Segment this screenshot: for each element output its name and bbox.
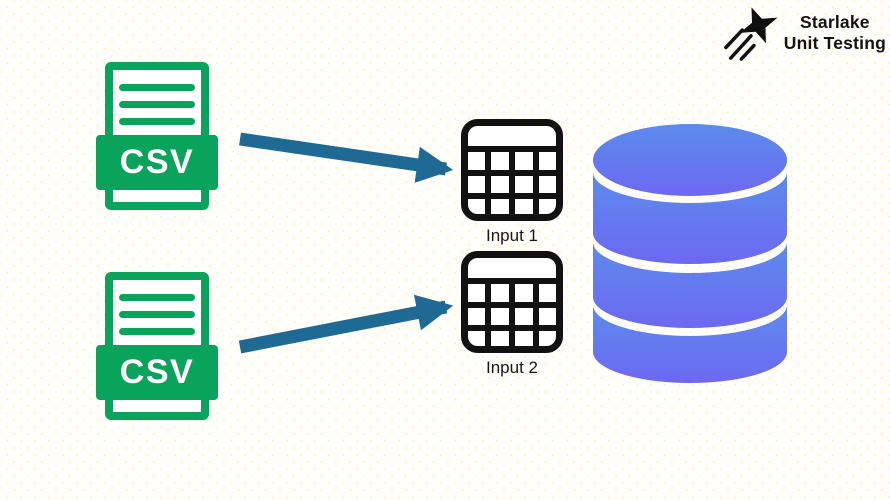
table-icon-input1 [461,119,563,221]
csv-label: CSV [119,143,195,181]
arrow-csv2-to-input2 [238,294,454,354]
csv-label: CSV [119,353,195,391]
document-text-line [119,118,195,125]
document-text-line [119,311,195,318]
csv-banner: CSV [96,135,218,190]
document-text-line [119,328,195,335]
shooting-star-icon [723,7,778,61]
logo-line-1: Starlake [800,12,870,32]
speed-lines [723,28,756,61]
arrow-csv1-to-input1 [239,132,454,183]
input1-label: Input 1 [486,226,538,245]
csv-file-icon-2: CSV [96,272,218,420]
database-icon [593,124,787,383]
csv-banner: CSV [96,345,218,400]
db-top-ellipse [593,124,787,196]
document-text-line [119,101,195,108]
db-band-1 [593,172,787,264]
document-text-line [119,294,195,301]
logo-text: Starlake Unit Testing [784,12,886,54]
db-band-2 [593,242,787,328]
csv-file-icon-1: CSV [96,62,218,210]
starlake-logo: Starlake Unit Testing [722,4,886,62]
table-icon-input2 [461,251,563,353]
logo-line-2: Unit Testing [783,33,886,53]
input2-label: Input 2 [486,358,538,377]
document-text-line [119,84,195,91]
db-band-3 [593,305,787,383]
